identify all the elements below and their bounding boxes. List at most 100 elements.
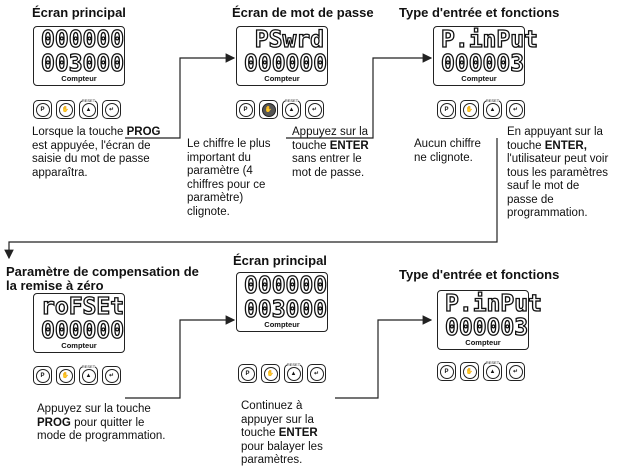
display-frame: [437, 290, 529, 350]
arrow-p2-p3: [286, 53, 433, 139]
up-arrow-icon: ▲: [284, 102, 299, 117]
display-frame: [236, 26, 328, 86]
p-key-label: P: [439, 364, 454, 379]
reset-label: RESET: [81, 364, 96, 369]
hand-icon: ✋: [58, 102, 73, 117]
reset-up-key[interactable]: RESET▲: [483, 360, 502, 381]
hand-icon: ✋: [58, 368, 73, 383]
display-row-top: P.inPut: [444, 291, 542, 317]
display-caption: Compteur: [61, 341, 97, 350]
enter-icon: ↵: [104, 102, 119, 117]
up-arrow-icon: ▲: [81, 102, 96, 117]
title-password-screen: Écran de mot de passe: [232, 5, 374, 20]
enter-icon: ↵: [104, 368, 119, 383]
reset-up-key[interactable]: RESET▲: [79, 364, 98, 385]
p-key-label: P: [240, 366, 255, 381]
annotation-text: Appuyez sur la touche: [37, 403, 151, 415]
display-row-bottom: 000000: [243, 51, 328, 77]
arrow-return: [4, 138, 498, 260]
mode-key[interactable]: ✋: [460, 100, 479, 119]
display-panel-input-1: P.inPut 000003 Compteur: [433, 26, 539, 86]
enter-key[interactable]: ↵: [307, 364, 326, 383]
display-caption: Compteur: [264, 74, 300, 83]
reset-label: RESET: [485, 98, 500, 103]
title-input-type-1: Type d'entrée et fonctions: [399, 5, 560, 20]
keypad-4: P ✋ RESET▲ ↵: [33, 364, 125, 386]
display-row-top: P.inPut: [440, 27, 538, 53]
reset-up-key[interactable]: RESET▲: [483, 98, 502, 119]
up-arrow-icon: ▲: [286, 366, 301, 381]
up-arrow-icon: ▲: [485, 102, 500, 117]
display-panel-offset: roFSEt 000000 Compteur: [33, 293, 125, 353]
reset-label: RESET: [81, 98, 96, 103]
display-frame: [33, 26, 125, 86]
hand-icon: ✋: [263, 366, 278, 381]
title-main-screen-2: Écran principal: [233, 253, 327, 268]
hand-icon: ✋: [462, 364, 477, 379]
display-caption: Compteur: [61, 74, 97, 83]
keypad-3: P ✋ RESET▲ ↵: [437, 98, 529, 120]
display-panel-input-2: P.inPut 000003 Compteur: [437, 290, 543, 350]
hand-icon: ✋: [261, 102, 276, 117]
annotation-text: pour quitter le mode de programmation.: [37, 416, 166, 443]
reset-label: RESET: [284, 98, 299, 103]
mode-key[interactable]: ✋: [56, 366, 75, 385]
title-main-screen-1: Écran principal: [32, 5, 126, 20]
keypad-5: P ✋ RESET▲ ↵: [238, 362, 330, 384]
enter-key-name: ENTER: [278, 427, 318, 439]
display-caption: Compteur: [465, 338, 501, 347]
prog-key-name: PROG: [126, 126, 161, 138]
p-key[interactable]: P: [437, 100, 456, 119]
display-row-bottom: 003000: [243, 297, 328, 323]
annotation-prog-pressed: Lorsque la touche PROG est appuyée, l'éc…: [32, 126, 167, 180]
enter-key[interactable]: ↵: [506, 362, 525, 381]
arrow-p5-p6: [335, 315, 433, 399]
mode-key[interactable]: ✋: [259, 100, 278, 119]
mode-key[interactable]: ✋: [460, 362, 479, 381]
keypad-6: P ✋ RESET▲ ↵: [437, 360, 529, 382]
enter-key[interactable]: ↵: [506, 100, 525, 119]
display-row-top: PSwrd: [254, 27, 325, 53]
p-key-label: P: [35, 102, 50, 117]
display-row-top: roFSEt: [40, 294, 125, 320]
p-key[interactable]: P: [437, 362, 456, 381]
mode-key[interactable]: ✋: [56, 100, 75, 119]
display-panel-main-2: 000000 003000 Compteur: [236, 272, 328, 332]
display-row-bottom: 000000: [40, 318, 125, 344]
mode-key[interactable]: ✋: [261, 364, 280, 383]
display-frame: [433, 26, 525, 86]
enter-icon: ↵: [307, 102, 322, 117]
arrow-p1-p2: [125, 53, 236, 139]
title-reset-offset-2: la remise à zéro: [6, 278, 104, 293]
display-row-top: 000000: [243, 273, 328, 299]
reset-label: RESET: [485, 360, 500, 365]
p-key-label: P: [35, 368, 50, 383]
annotation-press-enter: Appuyez sur la touche ENTER sans entrer …: [292, 126, 377, 180]
annotation-text: l'utilisateur peut voir tous les paramèt…: [507, 153, 609, 219]
enter-icon: ↵: [309, 366, 324, 381]
reset-up-key[interactable]: RESET▲: [284, 362, 303, 383]
enter-key-name: ENTER: [329, 139, 369, 152]
enter-key[interactable]: ↵: [102, 366, 121, 385]
annotation-text: Continuez à appuyer sur la touche: [241, 400, 314, 439]
annotation-no-blink: Aucun chiffre ne clignote.: [414, 138, 481, 164]
p-key[interactable]: P: [33, 366, 52, 385]
enter-key[interactable]: ↵: [102, 100, 121, 119]
arrow-p4-p5: [125, 315, 236, 399]
p-key-label: P: [439, 102, 454, 117]
display-frame: [236, 272, 328, 332]
keypad-1: P ✋ RESET▲ ↵: [33, 98, 125, 120]
display-row-bottom: 003000: [40, 51, 125, 77]
reset-up-key[interactable]: RESET▲: [79, 98, 98, 119]
p-key[interactable]: P: [33, 100, 52, 119]
reset-up-key[interactable]: RESET▲: [282, 98, 301, 119]
enter-key-name: ENTER,: [544, 139, 587, 152]
p-key[interactable]: P: [236, 100, 255, 119]
display-row-top: 000000: [40, 27, 125, 53]
p-key[interactable]: P: [238, 364, 257, 383]
display-panel-main-1: 000000 003000 Compteur: [33, 26, 125, 86]
display-row-bottom: 000003: [444, 315, 529, 341]
annotation-text: Lorsque la touche: [32, 126, 124, 138]
enter-key[interactable]: ↵: [305, 100, 324, 119]
enter-icon: ↵: [508, 364, 523, 379]
